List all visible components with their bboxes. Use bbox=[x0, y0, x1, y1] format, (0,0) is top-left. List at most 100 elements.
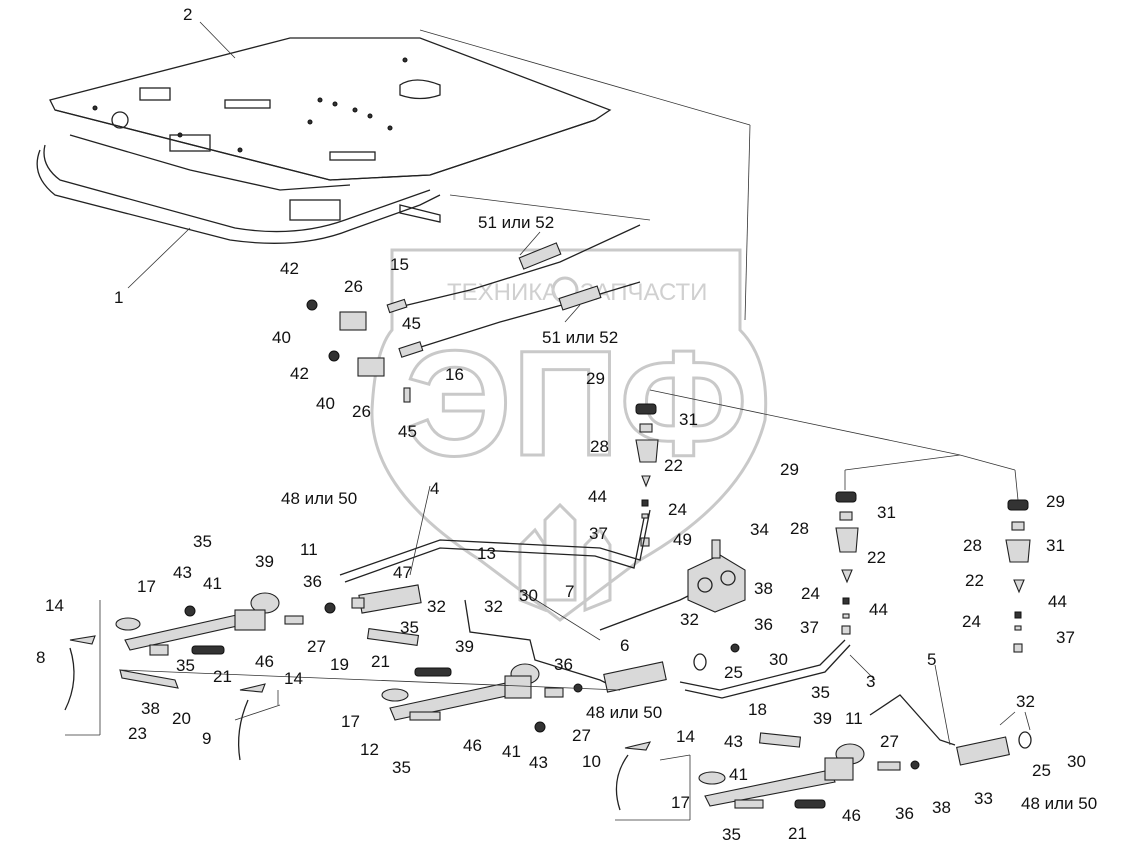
callout-44-right: 44 bbox=[869, 600, 888, 619]
callout-11-right: 11 bbox=[845, 709, 863, 728]
callout-33: 33 bbox=[974, 789, 993, 808]
hose-10 bbox=[615, 741, 652, 811]
brake-pipes bbox=[339, 509, 956, 746]
callout-22-right: 22 bbox=[867, 548, 886, 567]
callout-31-center: 31 bbox=[679, 410, 698, 429]
callout-36-right-low: 36 bbox=[895, 804, 914, 823]
callout-9: 9 bbox=[202, 729, 211, 748]
callout-25-right: 25 bbox=[1032, 761, 1051, 780]
callout-22-center: 22 bbox=[664, 456, 683, 475]
callout-47: 47 bbox=[393, 563, 412, 582]
cab-frame bbox=[36, 134, 441, 244]
floor-plate bbox=[49, 37, 612, 181]
callout-48-right: 48 или 50 bbox=[1021, 794, 1097, 813]
callout-39-a: 39 bbox=[255, 552, 274, 571]
callout-12: 12 bbox=[360, 740, 379, 759]
callout-24-right: 24 bbox=[801, 584, 820, 603]
valve-49 bbox=[687, 539, 746, 613]
callout-35-b: 35 bbox=[400, 618, 419, 637]
callout-19: 19 bbox=[330, 655, 349, 674]
callout-21-right: 21 bbox=[788, 824, 807, 843]
callout-39-c: 39 bbox=[813, 709, 832, 728]
callout-25-center: 25 bbox=[724, 663, 743, 682]
callout-36-center: 36 bbox=[554, 655, 573, 674]
callout-46-right: 46 bbox=[842, 806, 861, 825]
callout-10: 10 bbox=[582, 752, 601, 771]
callout-14-center: 14 bbox=[284, 669, 303, 688]
callout-13: 13 bbox=[477, 544, 496, 563]
callout-labels: 2 1 51 или 52 51 или 52 15 42 26 40 45 4… bbox=[36, 5, 1097, 844]
bracket-26-upper bbox=[306, 299, 367, 331]
callout-32-d: 32 bbox=[1016, 692, 1035, 711]
callout-44-center: 44 bbox=[588, 487, 607, 506]
callout-38-right-low: 38 bbox=[932, 798, 951, 817]
callout-17-left: 17 bbox=[137, 577, 156, 596]
callout-32-b: 32 bbox=[484, 597, 503, 616]
cylinder-right bbox=[956, 731, 1032, 766]
callout-38-left: 38 bbox=[141, 699, 160, 718]
callout-45-upper: 45 bbox=[402, 314, 421, 333]
callout-46-left: 46 bbox=[255, 652, 274, 671]
callout-39-b: 39 bbox=[455, 637, 474, 656]
callout-27-right: 27 bbox=[880, 732, 899, 751]
callout-48-center: 48 или 50 bbox=[586, 703, 662, 722]
callout-46-center: 46 bbox=[463, 736, 482, 755]
watermark-right-text: ЗАПЧАСТИ bbox=[580, 279, 707, 306]
callout-51-upper: 51 или 52 bbox=[478, 213, 554, 232]
callout-29-right: 29 bbox=[780, 460, 799, 479]
callout-36-right: 36 bbox=[754, 615, 773, 634]
callout-24-center: 24 bbox=[668, 500, 687, 519]
cylinder-stack-right-2 bbox=[1005, 499, 1031, 653]
callout-42-upper: 42 bbox=[280, 259, 299, 278]
callout-14-right: 14 bbox=[676, 727, 695, 746]
callout-5: 5 bbox=[927, 650, 936, 669]
pedal-assembly-center bbox=[381, 663, 583, 733]
cylinder-upper bbox=[324, 584, 422, 614]
callout-37-right: 37 bbox=[800, 618, 819, 637]
callout-2: 2 bbox=[183, 5, 192, 24]
cylinder-center bbox=[603, 643, 740, 693]
callout-4: 4 bbox=[430, 479, 439, 498]
callout-29-center: 29 bbox=[586, 369, 605, 388]
callout-37-far: 37 bbox=[1056, 628, 1075, 647]
callout-3: 3 bbox=[866, 672, 875, 691]
hose-9 bbox=[237, 683, 266, 761]
callout-8: 8 bbox=[36, 648, 45, 667]
callout-42-lower: 42 bbox=[290, 364, 309, 383]
callout-22-far: 22 bbox=[965, 571, 984, 590]
callout-32-a: 32 bbox=[427, 597, 446, 616]
callout-38-right: 38 bbox=[754, 579, 773, 598]
callout-28-center: 28 bbox=[590, 437, 609, 456]
callout-36-left: 36 bbox=[303, 572, 322, 591]
callout-6: 6 bbox=[620, 636, 629, 655]
callout-30-center: 30 bbox=[769, 650, 788, 669]
callout-37-center: 37 bbox=[589, 524, 608, 543]
callout-11-left: 11 bbox=[300, 540, 318, 559]
watermark-logo-text: ЭПФ bbox=[405, 319, 748, 487]
callout-35-e: 35 bbox=[392, 758, 411, 777]
callout-35-f: 35 bbox=[722, 825, 741, 844]
callout-35-a: 35 bbox=[193, 532, 212, 551]
control-cables bbox=[386, 224, 641, 358]
callout-49: 49 bbox=[673, 530, 692, 549]
callout-43-left: 43 bbox=[173, 563, 192, 582]
callout-16: 16 bbox=[445, 365, 464, 384]
callout-48-left: 48 или 50 bbox=[281, 489, 357, 508]
callout-23: 23 bbox=[128, 724, 147, 743]
callout-21-center: 21 bbox=[371, 652, 390, 671]
callout-44-far: 44 bbox=[1048, 592, 1067, 611]
callout-41-left: 41 bbox=[203, 574, 222, 593]
callout-20: 20 bbox=[172, 709, 191, 728]
callout-32-c: 32 bbox=[680, 610, 699, 629]
callout-41-center: 41 bbox=[502, 742, 521, 761]
hose-8 bbox=[64, 635, 96, 711]
callout-14-left: 14 bbox=[45, 596, 64, 615]
callout-51-lower: 51 или 52 bbox=[542, 328, 618, 347]
bracket-26-lower bbox=[328, 350, 411, 403]
callout-26-lower: 26 bbox=[352, 402, 371, 421]
watermark-left-text: ТЕХНИКА bbox=[447, 279, 558, 306]
pedal-assembly-right bbox=[698, 732, 920, 809]
callout-17-center: 17 bbox=[341, 712, 360, 731]
callout-28-far: 28 bbox=[963, 536, 982, 555]
